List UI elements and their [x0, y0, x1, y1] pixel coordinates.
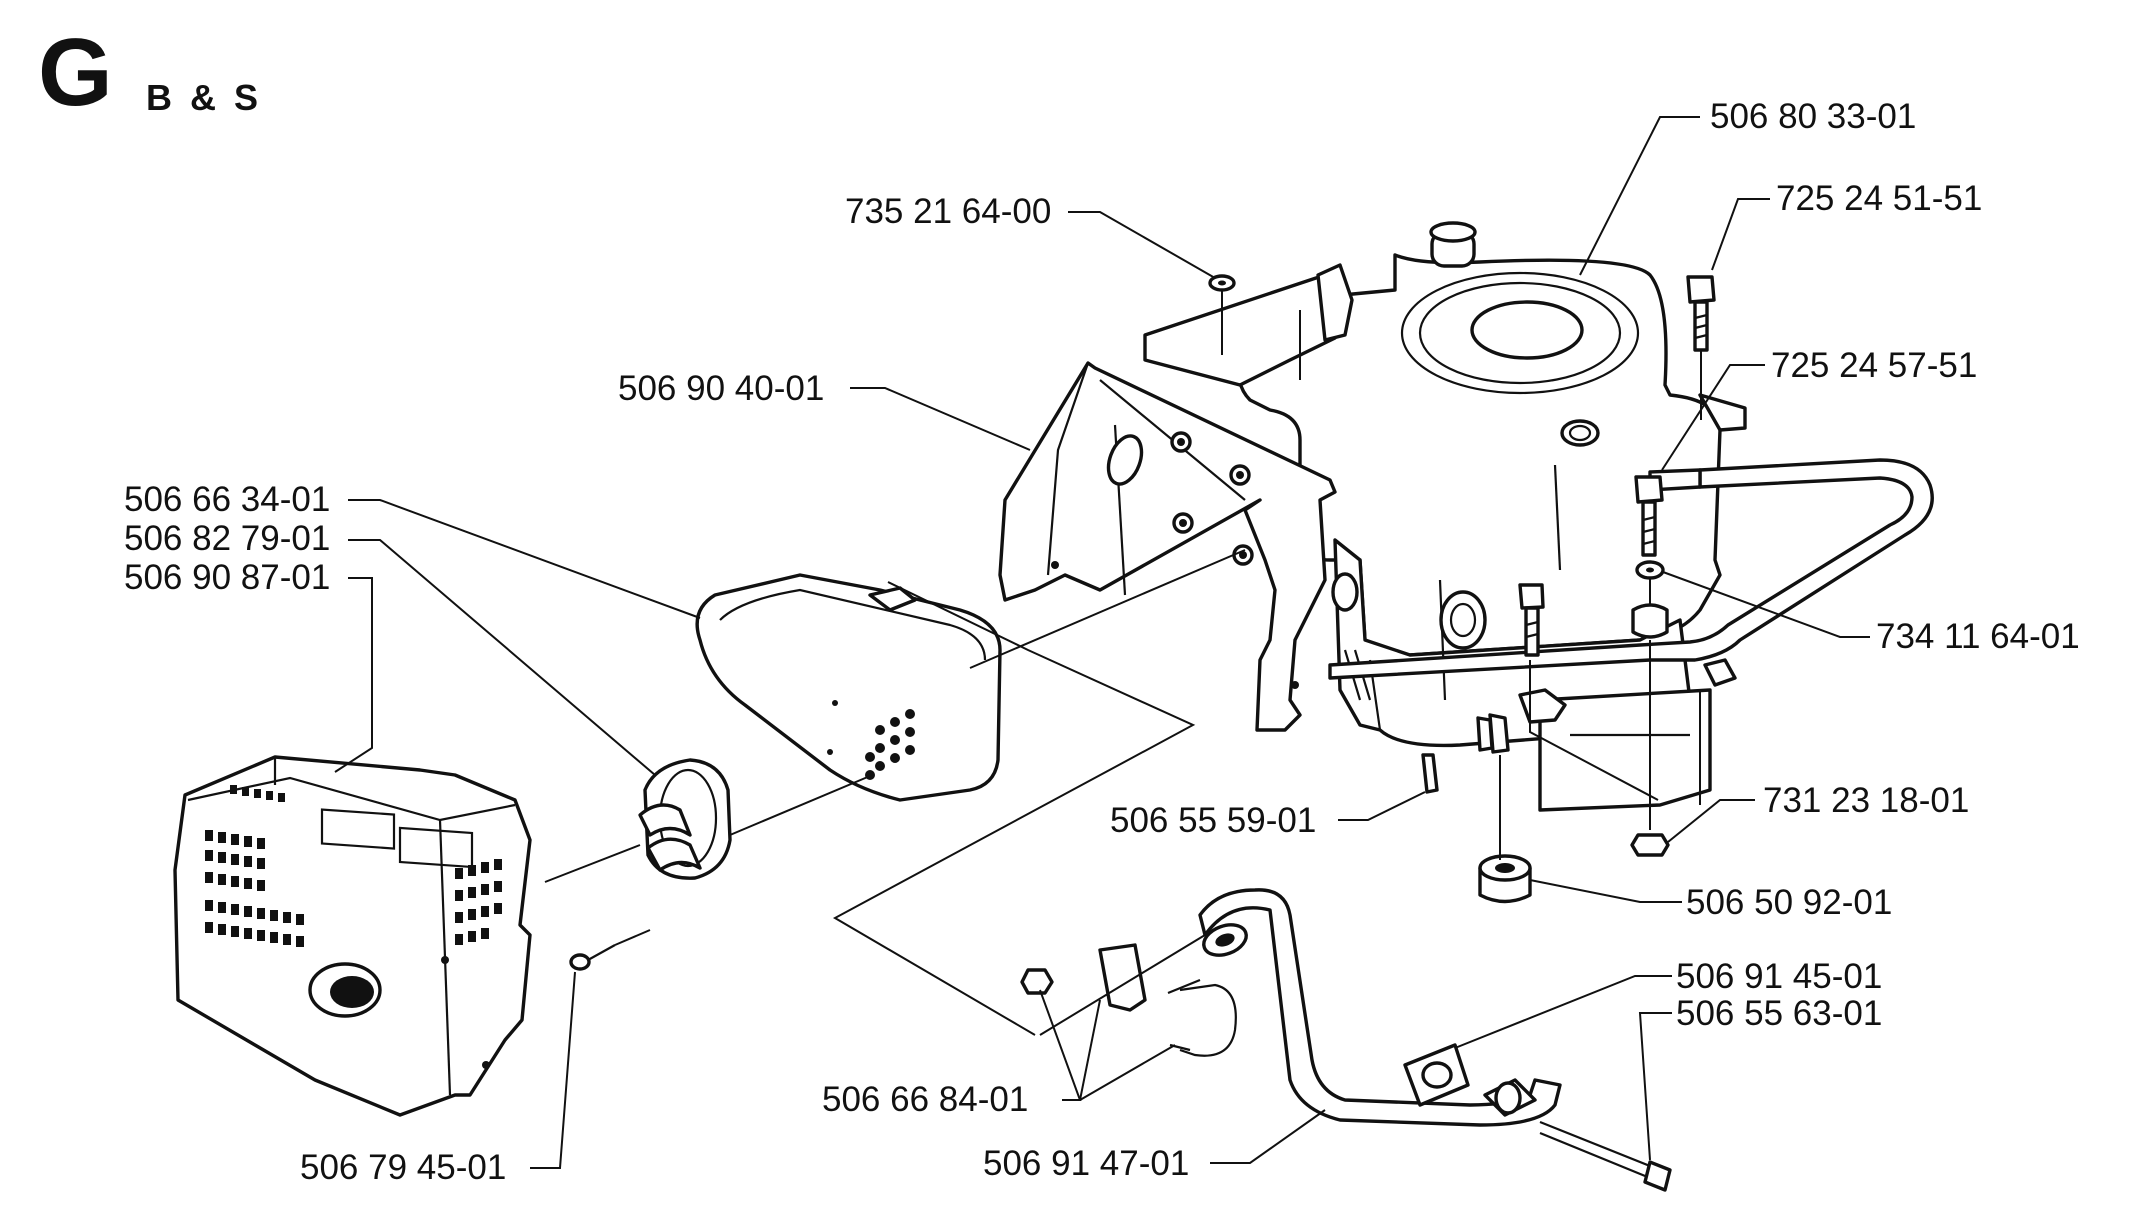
part-label-506-55-59-01: 506 55 59-01: [1110, 801, 1316, 840]
muffler-drawing: [695, 573, 1002, 802]
section-subtitle: B & S: [146, 77, 262, 118]
part-label-506-66-34-01: 506 66 34-01: [124, 480, 330, 519]
part-label-725-24-57-51: 725 24 57-51: [1771, 346, 1977, 385]
part-label-506-90-87-01: 506 90 87-01: [124, 558, 330, 597]
part-label-735-21-64-00: 735 21 64-00: [845, 192, 1051, 231]
shield-screw-drawing: [569, 944, 616, 971]
part-label-506-82-79-01: 506 82 79-01: [124, 519, 330, 558]
engine-drawing: [1143, 221, 1747, 812]
part-label-506-80-33-01: 506 80 33-01: [1710, 97, 1916, 136]
part-label-506-66-84-01: 506 66 84-01: [822, 1080, 1028, 1119]
part-label-506-50-92-01: 506 50 92-01: [1686, 883, 1892, 922]
exhaust-pipe-drawing: [1020, 888, 1672, 1192]
part-labels: 506 80 33-01 735 21 64-00 725 24 51-51 5…: [124, 97, 2080, 1187]
part-label-506-79-45-01: 506 79 45-01: [300, 1148, 506, 1187]
deflector-drawing: [638, 758, 732, 880]
fasteners-drawing: [1208, 274, 1716, 904]
heat-shield-drawing: [173, 755, 532, 1117]
part-label-506-91-45-01: 506 91 45-01: [1676, 957, 1882, 996]
section-letter: G: [38, 19, 113, 126]
part-label-506-90-40-01: 506 90 40-01: [618, 369, 824, 408]
part-label-506-91-47-01: 506 91 47-01: [983, 1144, 1189, 1183]
part-label-734-11-64-01: 734 11 64-01: [1876, 617, 2080, 656]
leader-lines: [334, 116, 1870, 1169]
tube-frame-drawing: [1328, 458, 1934, 724]
part-label-725-24-51-51: 725 24 51-51: [1776, 179, 1982, 218]
part-label-731-23-18-01: 731 23 18-01: [1763, 781, 1969, 820]
part-label-506-55-63-01: 506 55 63-01: [1676, 994, 1882, 1033]
mounting-plate-drawing: [998, 361, 1337, 732]
